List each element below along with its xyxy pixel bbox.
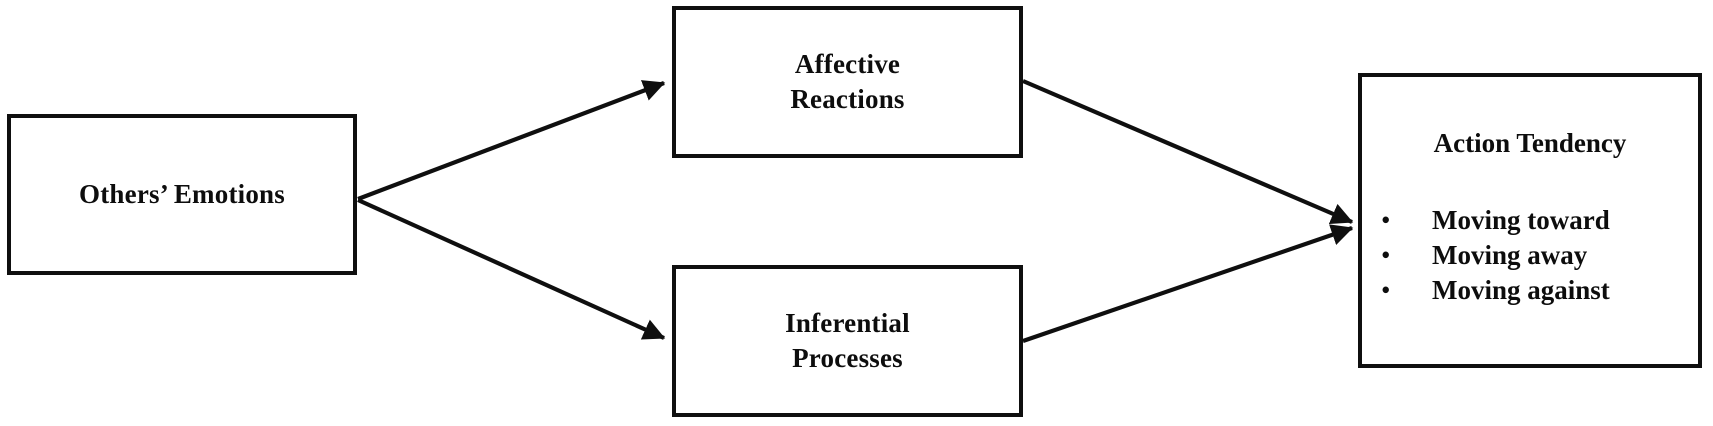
edge-others-emotions-to-affective-reactions	[357, 80, 666, 201]
list-item-label: Moving against	[1432, 275, 1610, 305]
node-inferential-processes-label-line2: Processes	[792, 343, 903, 373]
node-inferential-processes-label-line1: Inferential	[785, 308, 910, 338]
bullet-icon: •	[1381, 275, 1391, 305]
edge-inferential-processes-to-action-tendency	[1022, 224, 1354, 343]
node-action-tendency[interactable]: Action Tendency • Moving toward • Moving…	[1358, 73, 1702, 368]
node-inferential-processes[interactable]: Inferential Processes	[672, 265, 1023, 417]
list-item-label: Moving away	[1432, 240, 1588, 270]
list-item[interactable]: • Moving away	[1374, 238, 1610, 273]
edge-others-emotions-to-inferential-processes	[357, 198, 666, 340]
edge-affective-reactions-to-action-tendency	[1022, 79, 1354, 224]
node-others-emotions[interactable]: Others’ Emotions	[7, 114, 357, 275]
node-others-emotions-label: Others’ Emotions	[79, 179, 285, 209]
bullet-icon: •	[1381, 240, 1391, 270]
node-affective-reactions[interactable]: Affective Reactions	[672, 6, 1023, 158]
node-affective-reactions-label-line2: Reactions	[790, 84, 905, 114]
list-item[interactable]: • Moving toward	[1374, 203, 1610, 238]
node-action-tendency-title: Action Tendency	[1433, 128, 1627, 158]
node-affective-reactions-label-line1: Affective	[794, 49, 901, 79]
list-item[interactable]: • Moving against	[1374, 273, 1610, 308]
action-tendency-bullet-list: • Moving toward • Moving away • Moving a…	[1374, 203, 1610, 308]
bullet-icon: •	[1381, 205, 1391, 235]
list-item-label: Moving toward	[1432, 205, 1610, 235]
